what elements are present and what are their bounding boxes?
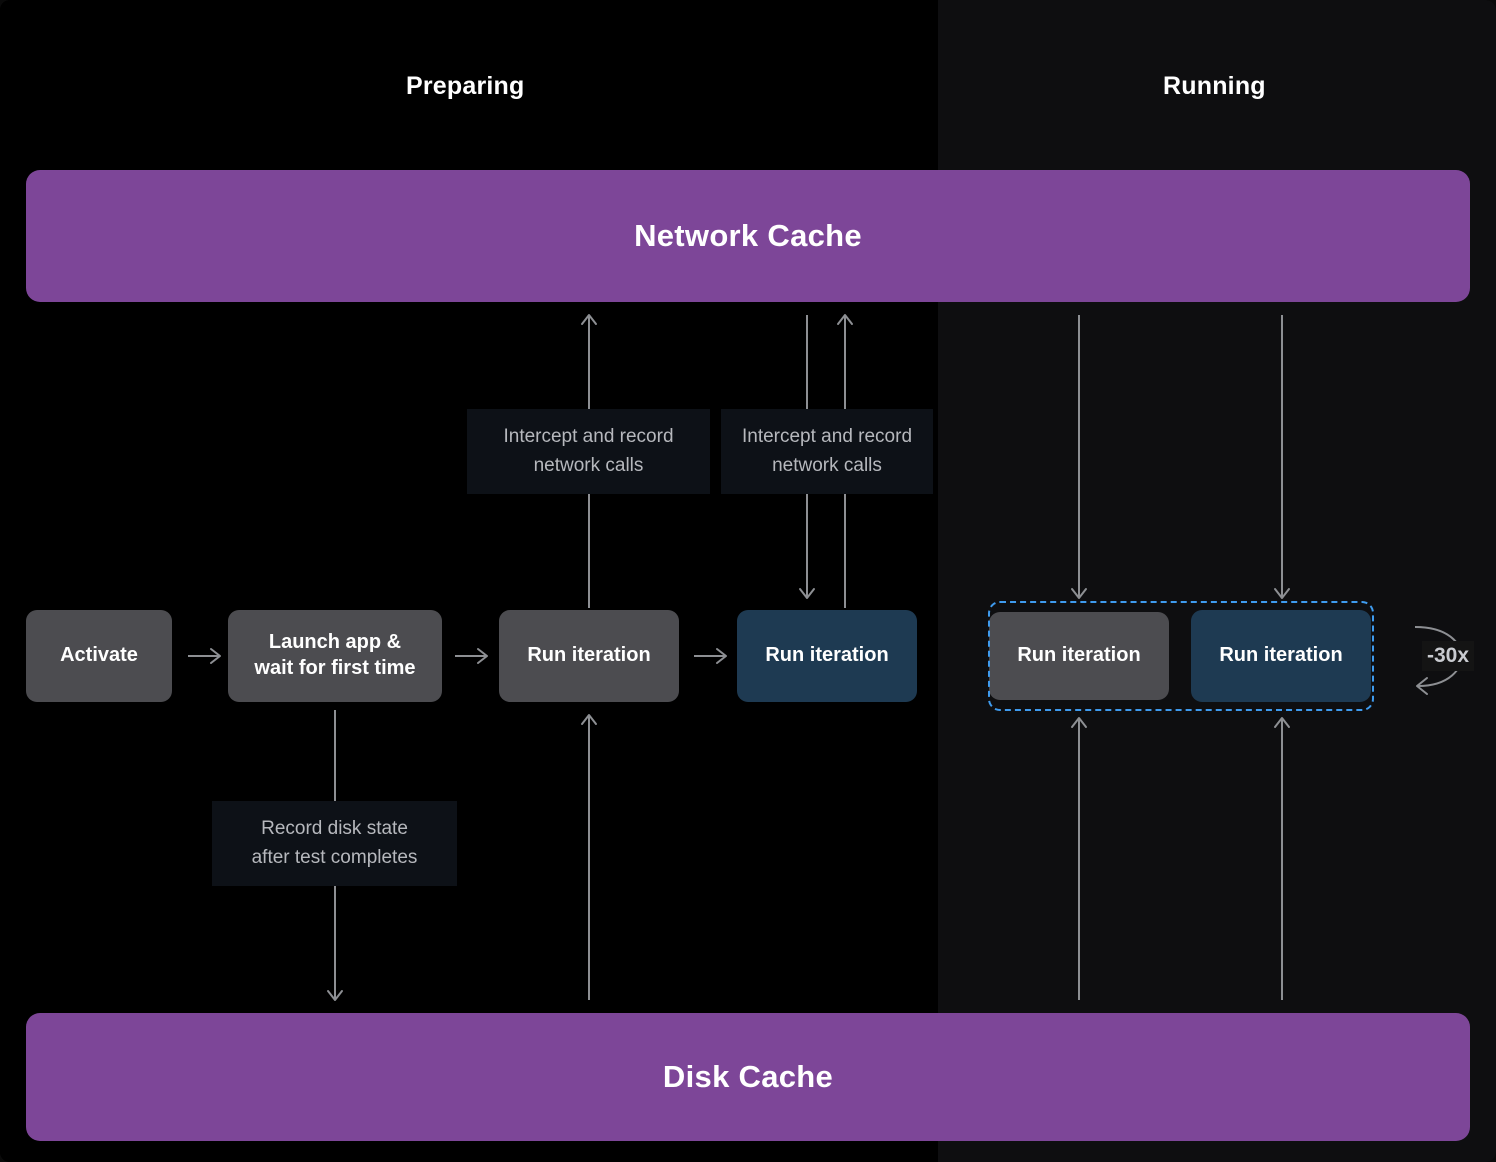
note-line-2: after test completes xyxy=(251,846,418,868)
node-run-iteration-prepare-1-label: Run iteration xyxy=(527,644,651,667)
repeat-count-badge: -30x xyxy=(1422,641,1475,671)
disk-cache-bar: Disk Cache xyxy=(26,1013,1470,1141)
node-run-iteration-prepare-1[interactable]: Run iteration xyxy=(499,610,679,702)
note-line-1: Intercept and record xyxy=(503,426,674,448)
phase-title-running: Running xyxy=(1163,72,1266,100)
note-intercept-network-calls-2: Intercept and record network calls xyxy=(721,409,933,494)
phase-title-preparing: Preparing xyxy=(406,72,525,100)
network-cache-bar: Network Cache xyxy=(26,170,1470,302)
node-run-iteration-prepare-2-label: Run iteration xyxy=(765,644,889,667)
node-activate-label: Activate xyxy=(60,644,138,667)
node-run-iteration-running-2[interactable]: Run iteration xyxy=(1191,610,1371,702)
node-run-iteration-running-1[interactable]: Run iteration xyxy=(989,612,1169,700)
node-launch-app[interactable]: Launch app & wait for first time xyxy=(228,610,442,702)
note-line-1: Intercept and record xyxy=(741,426,913,448)
node-run-iteration-running-1-label: Run iteration xyxy=(1017,644,1141,667)
note-record-disk-state: Record disk state after test completes xyxy=(212,801,457,886)
note-line-1: Record disk state xyxy=(261,818,408,840)
note-line-2: network calls xyxy=(533,454,644,476)
node-run-iteration-prepare-2[interactable]: Run iteration xyxy=(737,610,917,702)
node-activate[interactable]: Activate xyxy=(26,610,172,702)
node-run-iteration-running-2-label: Run iteration xyxy=(1219,644,1343,667)
node-launch-app-label-line1: Launch app & xyxy=(268,631,402,654)
note-line-2: network calls xyxy=(772,454,882,476)
node-launch-app-label-line2: wait for first time xyxy=(254,657,416,679)
note-intercept-network-calls-1: Intercept and record network calls xyxy=(467,409,710,494)
